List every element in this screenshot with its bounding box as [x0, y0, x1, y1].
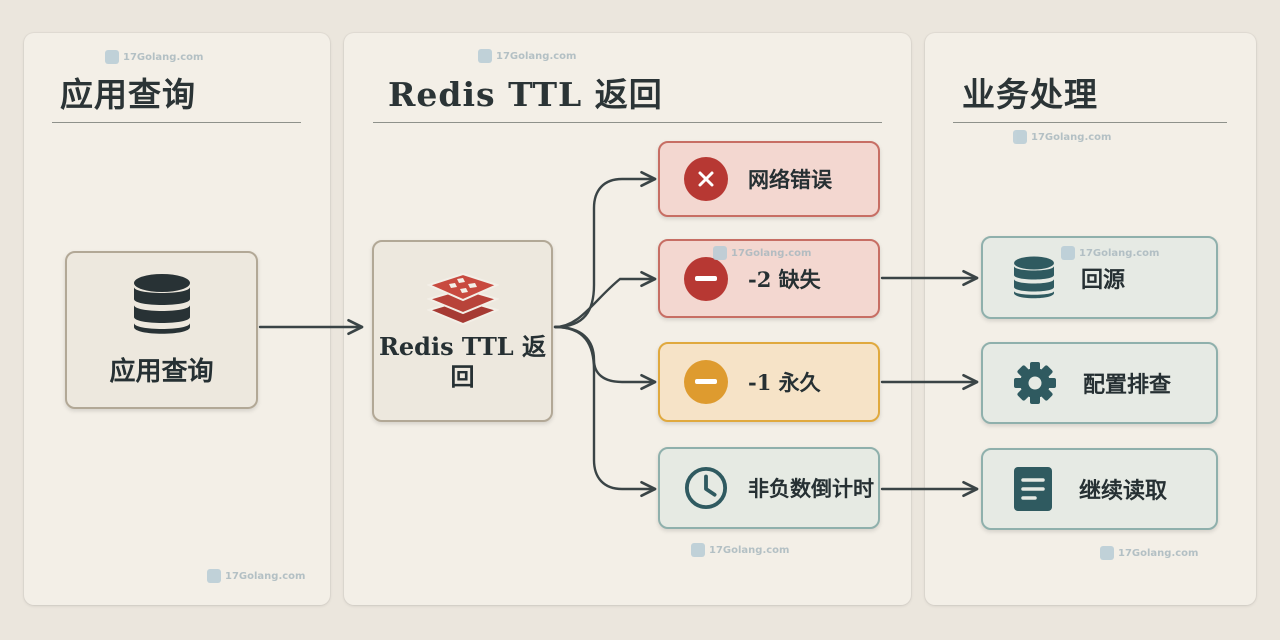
arrow-redis-to-countdown: [553, 325, 657, 498]
minus-circle-icon: [684, 256, 728, 301]
column-title-app-query: 应用查询: [60, 75, 196, 114]
arrow-redis-to-forever: [553, 325, 657, 391]
document-icon: [1014, 467, 1052, 511]
node-app-query-label: 应用查询: [109, 356, 214, 387]
watermark: 17Golang.com: [1013, 130, 1111, 144]
watermark-logo-icon: [105, 50, 119, 64]
column-title-redis-ttl: Redis TTL 返回: [388, 75, 663, 114]
branch-label: 非负数倒计时: [748, 476, 874, 501]
node-redis-ttl-label: Redis TTL 返回: [378, 332, 547, 391]
watermark: 17Golang.com: [713, 246, 811, 260]
watermark: 17Golang.com: [105, 50, 203, 64]
action-fetch-origin: 回源: [981, 236, 1218, 319]
minus-circle-icon: [684, 360, 728, 404]
watermark-logo-icon: [1100, 546, 1114, 560]
branch-network-error: 网络错误: [658, 141, 880, 217]
watermark-logo-icon: [478, 49, 492, 63]
watermark: 17Golang.com: [207, 569, 305, 583]
watermark: 17Golang.com: [691, 543, 789, 557]
database-icon: [1014, 256, 1054, 298]
watermark-logo-icon: [207, 569, 221, 583]
node-app-query: 应用查询: [65, 251, 258, 409]
node-redis-ttl: Redis TTL 返回: [372, 240, 553, 422]
branch-countdown: 非负数倒计时: [658, 447, 880, 529]
watermark-logo-icon: [1013, 130, 1027, 144]
branch-label: -1 永久: [748, 370, 821, 395]
branch-missing: -2 缺失: [658, 239, 880, 318]
branch-label: -2 缺失: [748, 266, 821, 292]
arrow-redis-to-error: [553, 170, 657, 329]
error-x-icon: [684, 157, 728, 201]
arrow-redis-to-missing: [553, 270, 657, 329]
watermark-logo-icon: [713, 246, 727, 260]
action-label: 回源: [1081, 266, 1126, 293]
watermark: 17Golang.com: [1061, 246, 1159, 260]
action-config-check: 配置排查: [981, 342, 1218, 424]
column-title-business: 业务处理: [962, 75, 1098, 114]
branch-label: 网络错误: [748, 167, 832, 192]
action-label: 继续读取: [1079, 478, 1168, 504]
column-divider: [953, 122, 1227, 123]
watermark: 17Golang.com: [478, 49, 576, 63]
action-label: 配置排查: [1083, 372, 1172, 398]
branch-permanent: -1 永久: [658, 342, 880, 422]
clock-icon: [684, 466, 728, 510]
column-divider: [373, 122, 882, 123]
watermark-logo-icon: [1061, 246, 1075, 260]
watermark: 17Golang.com: [1100, 546, 1198, 560]
column-divider: [52, 122, 301, 123]
watermark-logo-icon: [691, 543, 705, 557]
database-icon: [133, 273, 190, 334]
redis-icon: [426, 272, 499, 326]
gear-icon: [1014, 362, 1056, 404]
action-continue-read: 继续读取: [981, 448, 1218, 530]
